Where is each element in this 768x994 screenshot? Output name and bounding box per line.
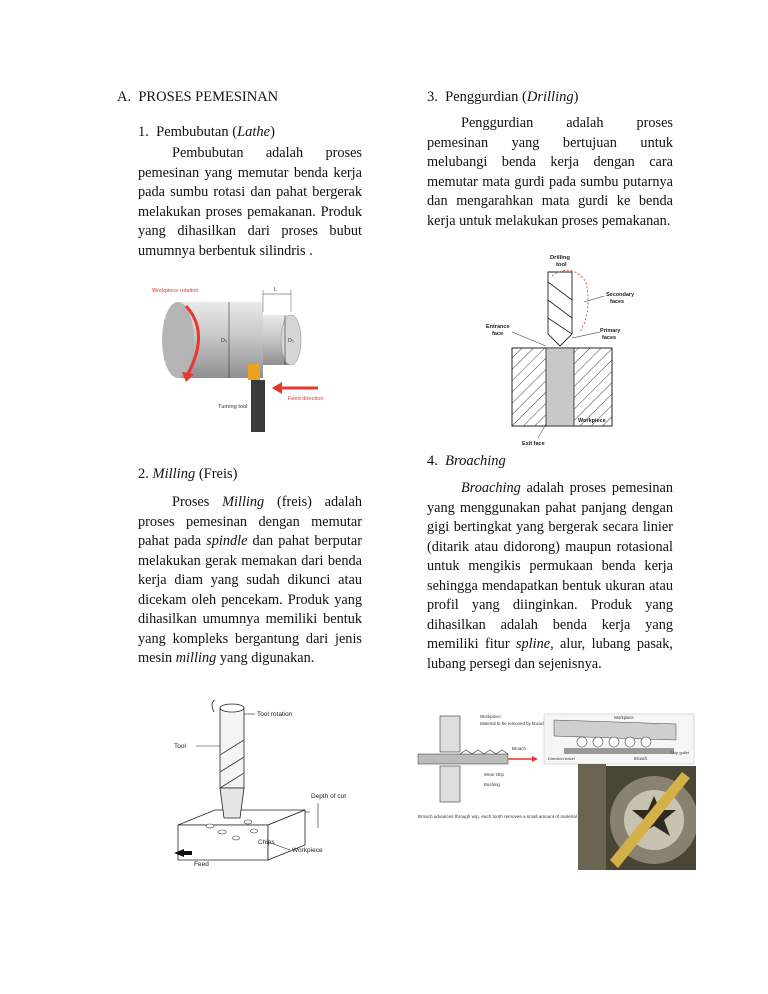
tool-label: Tool [174,743,186,750]
milling-name: (Freis) [198,466,238,482]
lathe-name: Pembubutan [156,124,229,140]
tool-rotation-label: Tool rotation [257,711,293,718]
broaching-number: 4. [427,453,438,469]
lathe-paragraph: Pembubutan adalah proses pemesinan yang … [138,145,362,259]
broach-caption: Broach advances through w/p, each tooth … [418,814,578,819]
chip-gullet-label: Chip gullet [670,750,690,755]
broaching-heading: 4. Broaching [427,452,506,471]
workpiece-label: Workpiece [292,847,323,854]
lathe-number: 1. [138,124,149,140]
broaching-paragraph: Broaching adalah proses pemesinan yang m… [427,480,673,672]
lathe-term: Lathe [237,124,271,140]
drilling-term: Drilling [526,89,574,105]
lathe-heading: 1. Pembubutan (Lathe) [138,124,275,140]
drilling-tool-label-1: Drilling [550,255,570,261]
feed-direction-label: Feed direction [288,396,323,402]
broach-2-label: Broach [634,756,648,761]
drilling-number: 3. [427,89,438,105]
d0-label: D₀ [221,338,227,344]
entrance-face-label-1: Entrance [486,324,510,330]
milling-term: Milling [152,466,196,482]
workpiece-rotation-label: Workpiece rotation [152,288,199,294]
broach-workpiece-label: Workpiece [480,714,501,719]
entrance-face-label-2: face [492,331,503,337]
material-removed-label: Material to be removed by broaching [480,721,552,726]
drilling-heading: 3. Penggurdian (Drilling) [427,89,579,105]
lathe-diagram: Workpiece rotation L D₀ D₁ Feed directio… [152,287,323,432]
drilling-tool-label-2: tool [556,262,567,268]
milling-number: 2. [138,466,149,482]
broaching-diagram: Workpiece Material to be removed by broa… [417,713,698,870]
turning-tool-label: Turning tool [218,404,247,410]
feed-label: Feed [194,861,209,868]
drilling-name: Penggurdian [445,89,519,105]
exit-face-label: Exit face [522,441,545,447]
length-label: L [274,287,277,293]
lathe-figure: Workpiece rotation L D₀ D₁ Feed directio… [148,282,366,436]
direction-label: Direction travel [548,756,575,761]
chips-label: Chips [258,839,275,846]
broach-label: Broach [512,746,526,751]
section-letter: A. [117,89,132,105]
drilling-diagram: Drilling tool Secondary faces Entrance f… [486,255,635,447]
secondary-faces-label-2: faces [610,299,624,305]
workpiece-label: Workpiece [578,418,606,424]
primary-faces-label-2: faces [602,335,616,341]
broach-workpiece-2-label: Workpiece [614,715,634,720]
wear-strip-label: Wear strip [484,772,504,777]
secondary-faces-label-1: Secondary [606,292,635,298]
drilling-paragraph: Penggurdian adalah proses pemesinan yang… [427,115,673,229]
section-heading: A. PROSES PEMESINAN [117,88,278,107]
drilling-figure: Drilling tool Secondary faces Entrance f… [482,252,642,448]
milling-paragraph: Proses Milling (freis) adalah proses pem… [138,494,362,666]
bushing-label: Bushing [484,782,500,787]
section-title: PROSES PEMESINAN [138,89,279,105]
milling-figure: Tool rotation Tool Depth of cut Chips Wo… [170,697,370,870]
broaching-term: Broaching [445,453,506,469]
primary-faces-label-1: Primary [600,328,621,334]
broaching-figure: Workpiece Material to be removed by broa… [414,710,698,870]
milling-heading: 2. Milling (Freis) [138,465,238,484]
depth-of-cut-label: Depth of cut [311,793,346,800]
milling-diagram: Tool rotation Tool Depth of cut Chips Wo… [174,697,346,868]
d1-label: D₁ [288,338,294,344]
